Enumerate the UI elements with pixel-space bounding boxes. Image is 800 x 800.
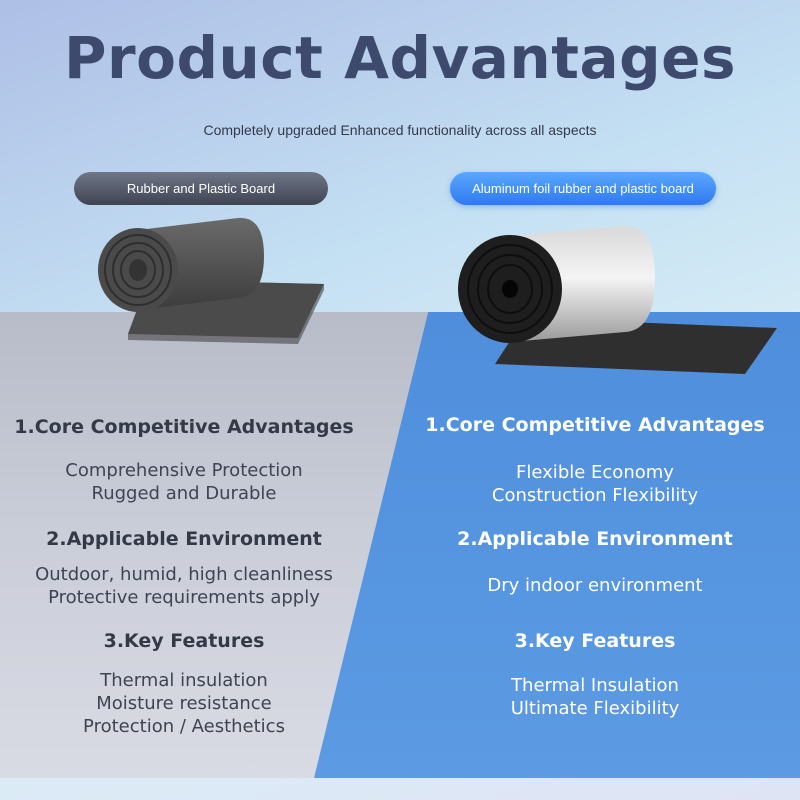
left-environment-text: Outdoor, humid, high cleanliness Protect…	[0, 563, 384, 609]
right-core-line-1: Flexible Economy	[516, 462, 674, 483]
aluminum-foil-board-tab[interactable]: Aluminum foil rubber and plastic board	[450, 172, 716, 205]
rubber-roll-image	[98, 217, 324, 344]
left-heading-features: 3.Key Features	[103, 630, 265, 652]
left-heading-core: 1.Core Competitive Advantages	[14, 416, 354, 438]
right-feat-line-2: Ultimate Flexibility	[510, 698, 680, 719]
right-core-text: Flexible Economy Construction Flexibilit…	[395, 461, 795, 507]
rubber-plastic-board-tab[interactable]: Rubber and Plastic Board	[74, 172, 328, 205]
left-env-line-1: Outdoor, humid, high cleanliness	[35, 564, 333, 585]
right-heading-features: 3.Key Features	[514, 630, 676, 652]
page-title: Product Advantages	[64, 24, 736, 92]
right-env-line-1: Dry indoor environment	[487, 575, 703, 596]
left-feat-line-1: Thermal insulation	[100, 670, 268, 691]
right-heading-core: 1.Core Competitive Advantages	[425, 414, 765, 436]
aluminum-roll-image	[458, 226, 777, 374]
right-feat-line-1: Thermal Insulation	[511, 675, 679, 696]
left-core-text: Comprehensive Protection Rugged and Dura…	[0, 459, 384, 505]
left-heading-environment: 2.Applicable Environment	[46, 528, 322, 550]
left-env-line-2: Protective requirements apply	[48, 587, 320, 608]
left-features-text: Thermal insulation Moisture resistance P…	[0, 669, 384, 738]
right-core-line-2: Construction Flexibility	[491, 485, 699, 506]
page-subtitle: Completely upgraded Enhanced functionali…	[203, 122, 597, 138]
right-heading-environment: 2.Applicable Environment	[457, 528, 733, 550]
left-feat-line-3: Protection / Aesthetics	[83, 716, 285, 737]
left-core-line-1: Comprehensive Protection	[65, 460, 303, 481]
right-environment-text: Dry indoor environment	[395, 574, 795, 597]
left-core-line-2: Rugged and Durable	[91, 483, 277, 504]
right-features-text: Thermal Insulation Ultimate Flexibility	[395, 674, 795, 720]
left-feat-line-2: Moisture resistance	[96, 693, 272, 714]
